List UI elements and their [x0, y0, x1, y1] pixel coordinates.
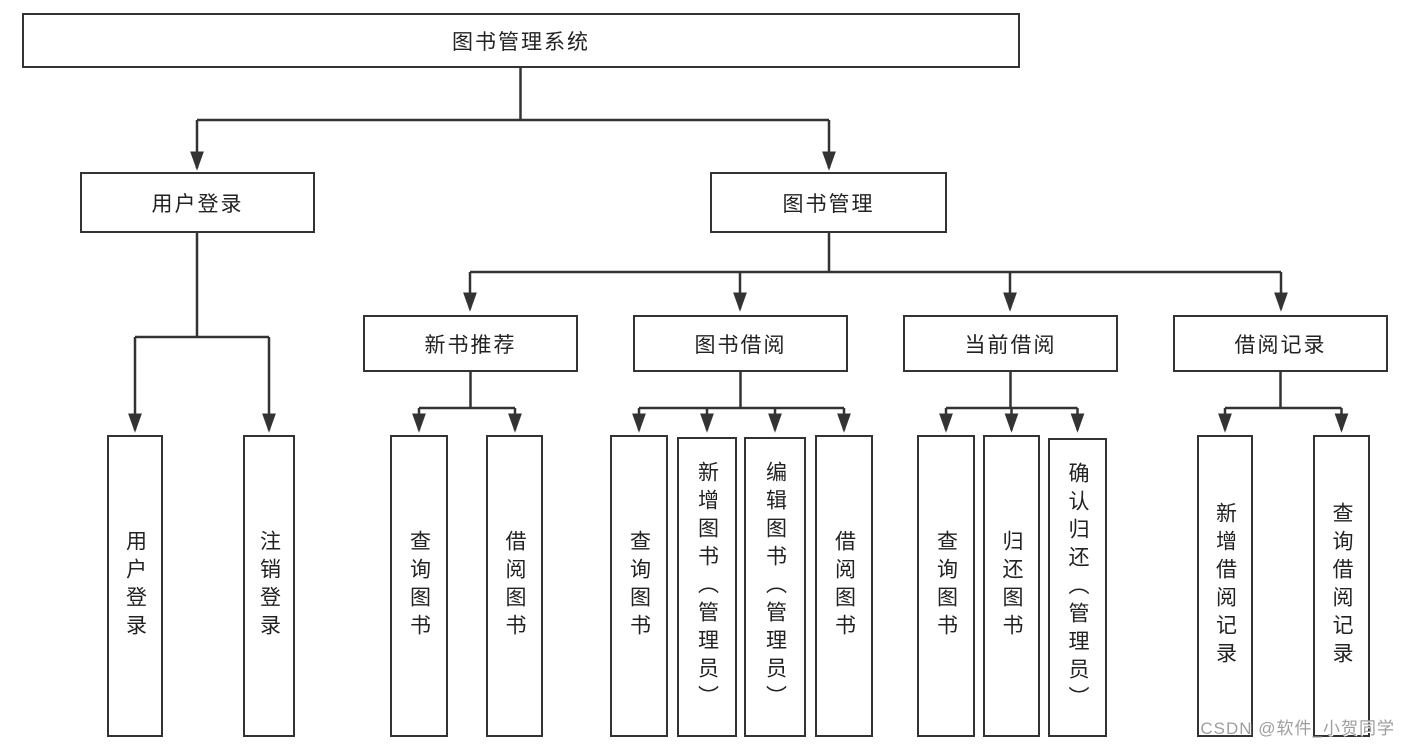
leaf-current-return-books-label: 归还图书 — [1000, 530, 1023, 642]
node-book-management: 图书管理 — [710, 172, 947, 233]
leaf-logout-label: 注销登录 — [257, 530, 281, 642]
node-book-management-label: 图书管理 — [782, 192, 875, 216]
connector-mgmt-trunk — [470, 233, 1281, 274]
node-current-borrow-label: 当前借阅 — [964, 333, 1057, 357]
leaf-recommend-borrow-books-label: 借阅图书 — [503, 530, 526, 642]
leaf-borrow-add-books-admin-label: 新增图书（管理员） — [695, 461, 719, 713]
leaf-user-login: 用户登录 — [107, 435, 163, 737]
leaf-borrow-borrow-books: 借阅图书 — [815, 435, 873, 737]
leaf-current-confirm-return-admin: 确认归还（管理员） — [1048, 438, 1107, 737]
leaf-records-add-record-label: 新增借阅记录 — [1213, 502, 1237, 670]
leaf-borrow-edit-books-admin: 编辑图书（管理员） — [744, 437, 806, 737]
connector-borrow-trunk — [639, 372, 844, 410]
node-user-login: 用户登录 — [80, 172, 315, 233]
connector-root-trunk — [197, 68, 829, 122]
leaf-records-query-record: 查询借阅记录 — [1313, 435, 1370, 737]
node-root-system-label: 图书管理系统 — [452, 30, 590, 54]
connector-user-trunk — [135, 233, 269, 339]
leaf-user-login-label: 用户登录 — [123, 530, 147, 642]
leaf-borrow-borrow-books-label: 借阅图书 — [832, 530, 856, 642]
node-book-borrow: 图书借阅 — [633, 315, 848, 372]
node-new-book-recommend-label: 新书推荐 — [424, 333, 517, 357]
leaf-records-add-record: 新增借阅记录 — [1197, 435, 1253, 737]
leaf-recommend-query-books: 查询图书 — [390, 435, 448, 737]
leaf-current-query-books-label: 查询图书 — [934, 530, 958, 642]
leaf-borrow-query-books: 查询图书 — [610, 435, 668, 737]
leaf-borrow-query-books-label: 查询图书 — [627, 530, 651, 642]
leaf-borrow-add-books-admin: 新增图书（管理员） — [677, 437, 737, 737]
watermark-csdn: CSDN @软件_小贺同学 — [1200, 719, 1395, 738]
leaf-logout: 注销登录 — [243, 435, 295, 737]
node-user-login-label: 用户登录 — [151, 192, 244, 216]
node-current-borrow: 当前借阅 — [903, 315, 1118, 372]
leaf-recommend-query-books-label: 查询图书 — [407, 530, 431, 642]
connector-recommend-trunk — [419, 372, 515, 410]
leaf-current-query-books: 查询图书 — [917, 435, 975, 737]
connector-records-trunk — [1225, 372, 1342, 410]
connector-current-trunk — [946, 372, 1078, 410]
node-borrow-records-label: 借阅记录 — [1234, 333, 1327, 357]
leaf-current-confirm-return-admin-label: 确认归还（管理员） — [1066, 461, 1089, 714]
leaf-recommend-borrow-books: 借阅图书 — [486, 435, 543, 737]
leaf-current-return-books: 归还图书 — [983, 435, 1040, 737]
node-borrow-records: 借阅记录 — [1173, 315, 1388, 372]
leaf-records-query-record-label: 查询借阅记录 — [1330, 502, 1353, 670]
node-root-system: 图书管理系统 — [22, 13, 1020, 68]
node-book-borrow-label: 图书借阅 — [694, 333, 787, 357]
node-new-book-recommend: 新书推荐 — [363, 315, 578, 372]
leaf-borrow-edit-books-admin-label: 编辑图书（管理员） — [763, 461, 787, 713]
